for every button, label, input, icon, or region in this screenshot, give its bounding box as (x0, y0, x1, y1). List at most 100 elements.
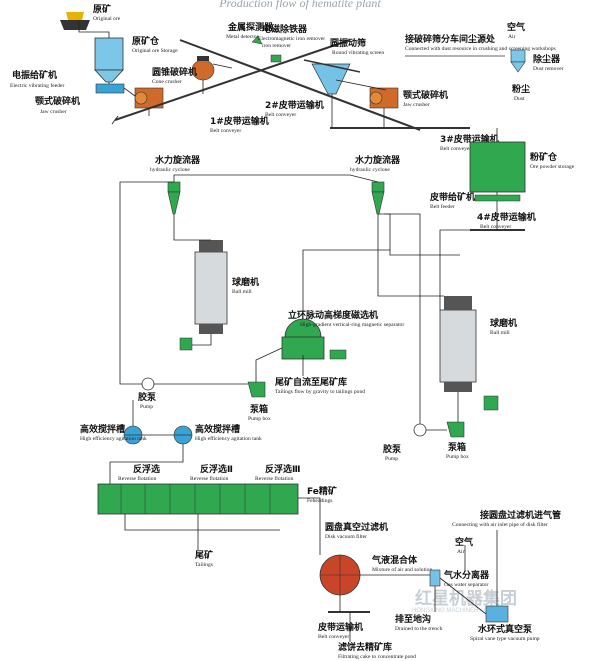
air-top-label: 空气 (507, 21, 525, 33)
belt-feeder-label: 皮带给矿机 (429, 191, 475, 203)
dust-conn-label: 接破碎筛分车间尘源处 (405, 33, 496, 45)
belt-1-label-en: Belt conveyer (210, 128, 241, 134)
fe-concentrate-label: Fe精矿 (307, 485, 337, 497)
agitation-tank-2-icon (173, 425, 193, 445)
watermark-logo-text-en: HONGXING MACHINERY GROUP (412, 608, 506, 614)
cone-crusher-label-en: Cone crusher (152, 79, 182, 85)
flotation-1-label: 反浮选 (133, 463, 160, 475)
vibrating-feeder-icon (95, 83, 125, 94)
dust-remover-label-en: Dust remover (533, 66, 564, 72)
tailings-label-en: Tailings (195, 562, 213, 568)
pump-1-label-en: Pump (140, 404, 153, 410)
air-top-label-en: Air (508, 34, 516, 40)
belt-2-label: 2#皮带运输机 (265, 99, 324, 111)
belt-conveyor-2-icon (179, 39, 421, 131)
gas-separator-label-en: Gas water separator (444, 582, 489, 588)
powder-bin-label: 粉矿仓 (530, 151, 558, 163)
jaw-crusher-1-label: 颚式破碎机 (35, 95, 80, 107)
belt-feeder-icon (474, 194, 521, 202)
raw-ore-bin-label-en: Original ore Storage (132, 48, 178, 54)
jaw-crusher-2-icon (369, 87, 399, 109)
detector-label-en: Metal detector (226, 34, 259, 40)
trench-label-en: Drained to the trench (395, 626, 443, 632)
pump-box-1-label-en: Pump box (248, 416, 271, 422)
ball-mill-1-icon (194, 240, 228, 334)
agitation-tank-1-label: 高效搅拌槽 (80, 423, 125, 435)
ball-mill-2-label-en: Ball mill (490, 330, 510, 336)
iron-remover-icon (270, 54, 282, 63)
flotation-3-label-en: Reverse flotation (255, 475, 294, 482)
pump-2-label: 胶泵 (383, 443, 402, 455)
powder-bin-label-en: Ore powder storage (530, 164, 575, 170)
metal-detector-icon (251, 35, 263, 45)
tailings-label: 尾矿 (194, 549, 213, 561)
vacuum-pump-label-en: Spiral vane type vacuum pump (470, 636, 540, 642)
belt-conveyor-1-icon (111, 39, 351, 125)
cyclone-1-icon (167, 181, 181, 215)
belt-feeder-label-en: Belt feeder (430, 203, 455, 210)
cyclone-1-label: 水力旋流器 (155, 154, 201, 166)
jaw-crusher-1-icon (134, 87, 164, 109)
dust-label: 粉尘 (512, 83, 530, 95)
cyclone-2-label: 水力旋流器 (355, 154, 401, 166)
flotation-1-label-en: Reverse flotation (118, 475, 157, 482)
belt-bottom-label-en: Belt conveyer (318, 634, 349, 640)
flotation-2-label-en: Reverse flotation (190, 475, 229, 482)
iron-remover-label: 电磁除铁器 (262, 23, 308, 35)
dust-conn-label-en: Connected with dust resource in crushing… (405, 46, 556, 52)
disk-filter-label: 圆盘真空过滤机 (325, 521, 388, 533)
feeder-label: 电振给矿机 (12, 69, 57, 81)
filter-cake-label-en: Filtrating cake to concentrate pond (338, 654, 416, 660)
pump-box-2-label-en: Pump box (446, 454, 469, 460)
ball-mill-2-icon (439, 296, 477, 392)
gas-separator-label: 气水分离器 (443, 569, 490, 581)
ball-mill-2-motor-icon (483, 395, 499, 411)
jaw-crusher-1-label-en: Jaw crusher (40, 109, 67, 115)
tailings-flow-label: 尾矿自流至尾矿库 (274, 376, 347, 388)
process-flow-lines (78, 20, 498, 642)
pump-1-label: 胶泵 (138, 391, 157, 403)
screen-label: 圆振动筛 (330, 37, 366, 49)
separator-label: 立环脉动高梯度磁选机 (288, 309, 378, 321)
ball-mill-1-label-en: Ball mill (232, 289, 252, 295)
belt-3-label-en: Belt conveyer (440, 146, 471, 152)
feeder-label-en: Electric vibrating feeder (10, 82, 64, 89)
belt-4-label: 4#皮带运输机 (477, 211, 536, 223)
raw-ore-label: 原矿 (93, 3, 111, 15)
air-bottom-label-en: Air (457, 549, 465, 555)
diagram-title: Production flow of hematite plant (218, 0, 381, 10)
raw-ore-bin-label: 原矿仓 (132, 35, 160, 47)
vibrating-screen-icon (303, 59, 361, 95)
cyclone-1-label-en: hydraulic cyclone (150, 167, 190, 173)
pump-box-1-icon (247, 381, 266, 398)
ore-powder-storage-icon (469, 141, 526, 193)
pump-1-icon (141, 377, 155, 391)
filter-cake-label: 滤饼去精矿库 (338, 641, 392, 653)
gas-water-separator-icon (429, 569, 441, 587)
dust-remover-icon (510, 49, 526, 73)
conn-air-label-en: Connecting with air inlet pipe of disk f… (452, 521, 548, 528)
air-bottom-label: 空气 (455, 536, 473, 548)
iron-remover-label-en2: iron remover (262, 43, 291, 49)
agitation-tank-2-label: 高效搅拌槽 (195, 423, 240, 435)
dust-remover-label: 除尘器 (533, 53, 561, 65)
cyclone-2-icon (371, 181, 385, 215)
ball-mill-2-label: 球磨机 (490, 317, 517, 329)
jaw-crusher-2-label: 颚式破碎机 (403, 89, 448, 101)
gas-liquid-label-en: Mixture of air and solution (372, 566, 432, 573)
ball-mill-1-label: 球磨机 (232, 276, 259, 288)
flotation-cells-icon (97, 483, 299, 515)
agitation-tank-2-label-en: High efficiency agitation tank (195, 435, 262, 442)
cone-crusher-label: 圆锥破碎机 (152, 66, 197, 78)
agitation-tank-1-label-en: High efficiency agitation tank (80, 435, 147, 442)
pump-box-2-label: 泵箱 (448, 441, 466, 453)
ball-mill-1-motor-icon (179, 337, 193, 351)
raw-ore-icon (60, 12, 90, 30)
disk-filter-label-en: Disk vacuum filter (325, 533, 367, 540)
vacuum-pump-icon (485, 605, 509, 623)
flotation-2-label: 反浮选Ⅱ (200, 463, 233, 475)
cyclone-2-label-en: hydraulic cyclone (350, 167, 390, 173)
magnetic-separator-icon (281, 318, 347, 360)
